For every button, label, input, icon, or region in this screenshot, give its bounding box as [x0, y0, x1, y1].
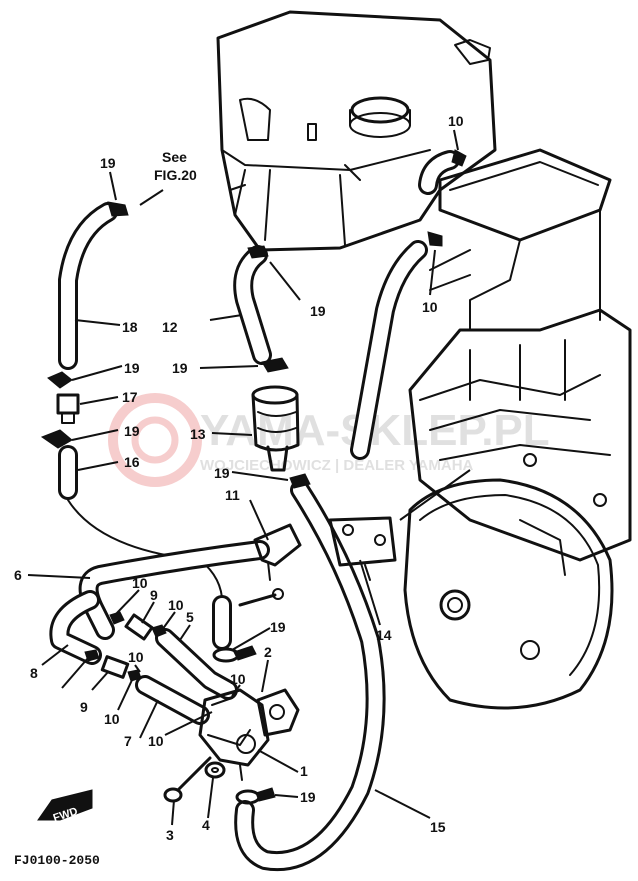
watermark-logo: [108, 393, 202, 487]
callout-label: 19: [310, 303, 326, 319]
callout-labels: 19 10 19 10 18 12 19 19 17 19 13 16 19 1…: [14, 113, 464, 843]
callout-label: 7: [124, 733, 132, 749]
callout-label: 8: [30, 665, 38, 681]
callout-label: 14: [376, 627, 392, 643]
see-note-line2: FIG.20: [154, 167, 197, 183]
callout-label: 10: [168, 597, 184, 613]
hose-top-right: [418, 150, 460, 195]
hose-15: [234, 480, 386, 872]
callout-label: 17: [122, 389, 138, 405]
callout-label: 19: [300, 789, 316, 805]
callout-label: 10: [104, 711, 120, 727]
callout-label: 15: [430, 819, 446, 835]
see-note-line1: See: [162, 149, 187, 165]
hose-12: [233, 245, 272, 365]
callout-label: 4: [202, 817, 210, 833]
fuel-cock-1: [198, 688, 270, 781]
callout-label: 19: [124, 423, 140, 439]
callout-label: 10: [128, 649, 144, 665]
bracket-11: [253, 523, 302, 581]
bracket-14: [328, 516, 397, 581]
callout-label: 2: [264, 644, 272, 660]
callout-label: 9: [150, 587, 158, 603]
callout-label: 10: [148, 733, 164, 749]
clip-19-valve: [212, 645, 257, 663]
clip-19-tank: [247, 149, 467, 259]
clip-19-bottom: [235, 787, 276, 805]
callout-label: 10: [422, 299, 438, 315]
callout-label: 10: [448, 113, 464, 129]
fwd-badge: FWD: [37, 789, 93, 825]
clip-19-top: [107, 201, 129, 217]
bolt-mount: [238, 588, 284, 607]
callout-label: 13: [190, 426, 206, 442]
washer-4: [204, 761, 226, 779]
leader-lines: [27, 129, 471, 826]
callout-label: 6: [14, 567, 22, 583]
fuel-filter-13: [251, 357, 311, 489]
clip-19-upper: [47, 371, 73, 389]
callout-label: 16: [124, 454, 140, 470]
callout-label: 5: [186, 609, 194, 625]
callout-label: 19: [172, 360, 188, 376]
callout-label: 19: [100, 155, 116, 171]
hose-7: [135, 675, 210, 725]
callout-label: 11: [225, 487, 240, 503]
callout-label: 19: [214, 465, 230, 481]
hose-8: [49, 590, 102, 665]
figure-code: FJ0100-2050: [14, 853, 100, 868]
hose-5: [155, 628, 238, 700]
callout-label: 3: [166, 827, 174, 843]
fuel-tank: [216, 10, 497, 252]
callout-label: 1: [300, 763, 308, 779]
callout-label: 19: [270, 619, 286, 635]
callout-label: 18: [122, 319, 138, 335]
bolt-3: [163, 756, 212, 803]
callout-label: 10: [230, 671, 246, 687]
hose-vent-tank: [350, 240, 428, 460]
gasket-2: [256, 688, 300, 737]
check-valve-9-lower: [84, 649, 142, 682]
callout-label: 9: [80, 699, 88, 715]
callout-label: 19: [124, 360, 140, 376]
watermark: YAMA-SKLEP.PL WOJCIECHOWICZ | DEALER YAM…: [108, 393, 550, 487]
watermark-subtitle: WOJCIECHOWICZ | DEALER YAMAHA: [200, 457, 474, 474]
hose-18: [58, 202, 118, 370]
callout-label: 12: [162, 319, 178, 335]
check-valve-9-upper: [109, 611, 167, 641]
crankcase-cover: [403, 478, 614, 710]
fitting-17: [56, 393, 80, 424]
air-box: [429, 148, 612, 331]
callout-label: 10: [132, 575, 148, 591]
